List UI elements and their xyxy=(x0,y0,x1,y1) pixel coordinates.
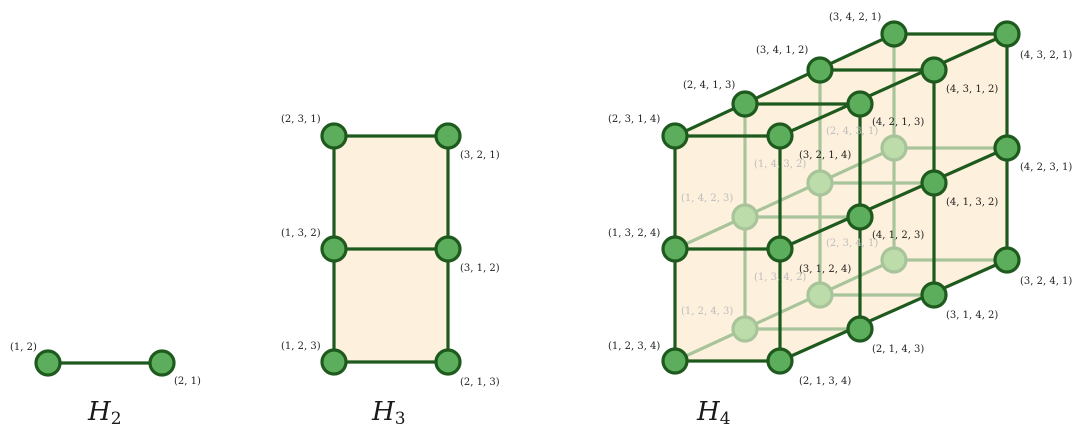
label-4213: (4, 2, 1, 3) xyxy=(872,117,924,128)
node-1423 xyxy=(731,203,759,231)
label-3142: (3, 1, 4, 2) xyxy=(946,310,998,321)
edge-1 xyxy=(673,32,896,138)
node-21 xyxy=(148,349,176,377)
node-4312 xyxy=(920,56,948,84)
caption-h2-subscript: 2 xyxy=(111,409,122,429)
node-2314 xyxy=(661,122,689,150)
label-2431: (2, 4, 3, 1) xyxy=(826,126,878,137)
visible-nodes xyxy=(661,20,1021,375)
diagram-h3: (2, 3, 1) (3, 2, 1) (1, 3, 2) (3, 1, 2) … xyxy=(281,114,500,429)
edge-3 xyxy=(778,146,1009,251)
hidden-edge-2 xyxy=(673,258,896,363)
label-1234: (1, 2, 3, 4) xyxy=(608,341,660,352)
label-1423: (1, 4, 2, 3) xyxy=(681,193,733,204)
node-4132 xyxy=(920,169,948,197)
label-2341: (2, 3, 4, 1) xyxy=(826,238,878,249)
caption-h2: H2 xyxy=(87,397,122,429)
label-2314: (2, 3, 1, 4) xyxy=(608,114,660,125)
node-3412 xyxy=(806,56,834,84)
label-2134: (2, 1, 3, 4) xyxy=(799,376,851,387)
label-3412: (3, 4, 1, 2) xyxy=(756,45,808,56)
label-3124: (3, 1, 2, 4) xyxy=(799,264,851,275)
label-312: (3, 1, 2) xyxy=(460,263,500,274)
label-1243: (1, 2, 4, 3) xyxy=(681,306,733,317)
node-3421 xyxy=(880,20,908,48)
hidden-edges xyxy=(673,32,1009,363)
label-4231: (4, 2, 3, 1) xyxy=(1020,162,1072,173)
label-3421: (3, 4, 2, 1) xyxy=(829,12,881,23)
node-2143 xyxy=(846,315,874,343)
node-1342 xyxy=(806,281,834,309)
label-321: (3, 2, 1) xyxy=(460,150,500,161)
face-top xyxy=(675,34,1007,136)
label-1432: (1, 4, 3, 2) xyxy=(754,159,806,170)
node-132 xyxy=(320,235,348,263)
node-3142 xyxy=(920,281,948,309)
label-12: (1, 2) xyxy=(10,342,37,353)
hidden-edge-1 xyxy=(673,146,896,251)
label-123: (1, 2, 3) xyxy=(281,341,321,352)
node-12 xyxy=(34,349,62,377)
node-321 xyxy=(434,122,462,150)
caption-h2-letter: H xyxy=(87,397,112,427)
label-1324: (1, 3, 2, 4) xyxy=(608,228,660,239)
label-2413: (2, 4, 1, 3) xyxy=(683,80,735,91)
label-3214: (3, 2, 1, 4) xyxy=(799,150,851,161)
node-231 xyxy=(320,122,348,150)
node-1234 xyxy=(661,347,689,375)
node-3214 xyxy=(766,122,794,150)
node-2431 xyxy=(880,134,908,162)
node-labels: (3, 4, 2, 1) (3, 4, 1, 2) (4, 3, 2, 1) (… xyxy=(608,12,1072,387)
node-4321 xyxy=(993,20,1021,48)
node-1324 xyxy=(661,235,689,263)
node-2413 xyxy=(731,90,759,118)
caption-h4-letter: H xyxy=(696,397,721,427)
label-4312: (4, 3, 1, 2) xyxy=(946,84,998,95)
caption-h4: H4 xyxy=(696,397,731,429)
caption-h3-subscript: 3 xyxy=(395,409,406,429)
label-21: (2, 1) xyxy=(174,376,201,387)
node-2341 xyxy=(880,246,908,274)
caption-h3: H3 xyxy=(371,397,406,429)
node-123 xyxy=(320,348,348,376)
node-3241 xyxy=(993,246,1021,274)
node-312 xyxy=(434,235,462,263)
caption-h4-subscript: 4 xyxy=(720,409,731,429)
label-3241: (3, 2, 4, 1) xyxy=(1020,276,1072,287)
node-4231 xyxy=(993,134,1021,162)
node-4123 xyxy=(846,203,874,231)
label-4123: (4, 1, 2, 3) xyxy=(872,230,924,241)
label-4321: (4, 3, 2, 1) xyxy=(1020,50,1072,61)
label-1342: (1, 3, 4, 2) xyxy=(754,272,806,283)
node-3124 xyxy=(766,235,794,263)
node-1432 xyxy=(806,169,834,197)
node-213 xyxy=(434,348,462,376)
node-4213 xyxy=(846,90,874,118)
diagram-h4: (3, 4, 2, 1) (3, 4, 1, 2) (4, 3, 2, 1) (… xyxy=(608,12,1072,429)
label-132: (1, 3, 2) xyxy=(281,228,321,239)
label-213: (2, 1, 3) xyxy=(460,377,500,388)
node-2134 xyxy=(766,347,794,375)
label-231: (2, 3, 1) xyxy=(281,114,321,125)
diagram-h2: (1, 2) (2, 1) H2 xyxy=(10,342,201,429)
edge-2 xyxy=(778,32,1009,138)
caption-h3-letter: H xyxy=(371,397,396,427)
label-2143: (2, 1, 4, 3) xyxy=(872,344,924,355)
label-4132: (4, 1, 3, 2) xyxy=(946,197,998,208)
node-1243 xyxy=(731,315,759,343)
hidden-nodes xyxy=(731,134,908,343)
edge-4 xyxy=(778,258,1009,363)
